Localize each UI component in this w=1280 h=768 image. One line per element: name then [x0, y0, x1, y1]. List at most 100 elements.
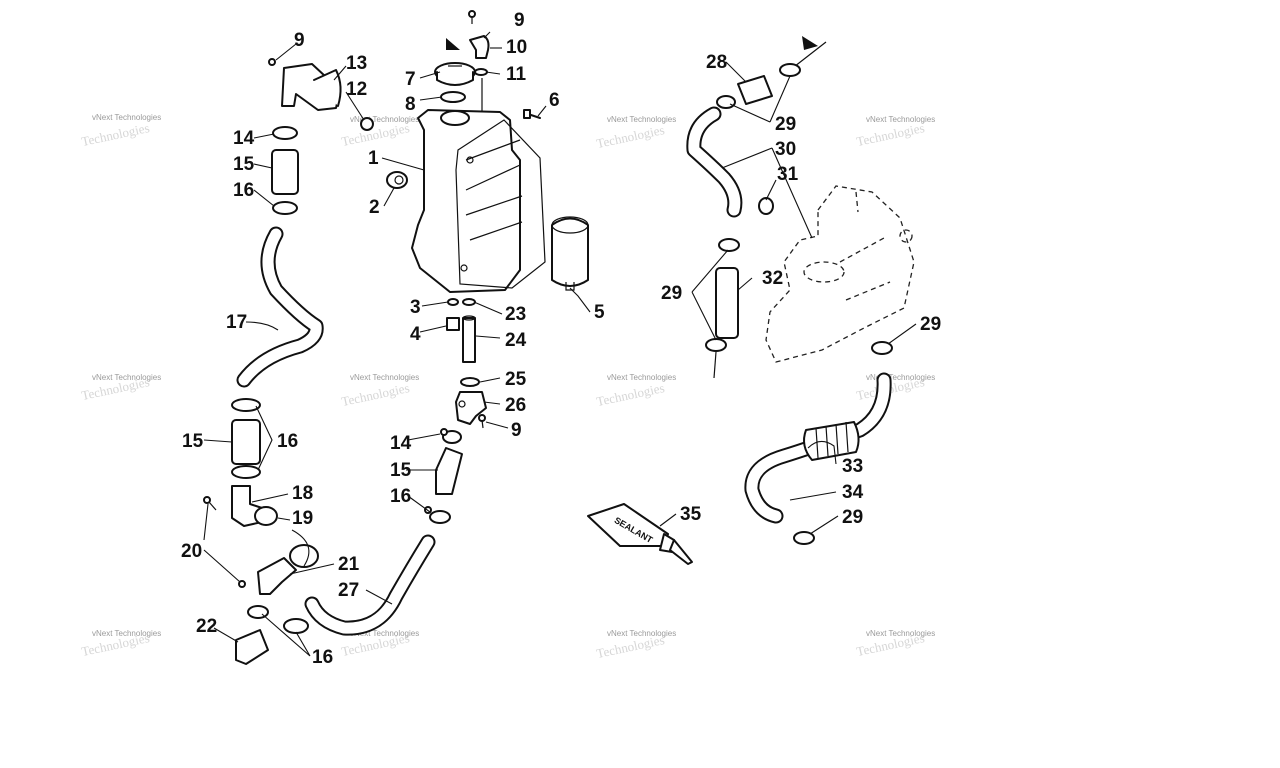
hose-clamp: [793, 531, 815, 545]
outlet-fitting: [455, 391, 487, 425]
callout-34: 34: [842, 482, 864, 503]
svg-text:vNext Technologies: vNext Technologies: [607, 629, 676, 638]
callout-15: 15: [233, 154, 255, 175]
callout-32: 32: [762, 268, 783, 289]
svg-text:Technologies: Technologies: [80, 120, 151, 149]
callout-19: 19: [292, 508, 313, 529]
hose-sleeve: [435, 447, 463, 495]
sleeve: [551, 217, 589, 287]
watermark: Technologies vNext Technologies: [80, 113, 161, 149]
watermark: Technologies vNext Technologies: [595, 115, 676, 151]
callout-27: 27: [338, 580, 359, 601]
watermark: Technologies vNext Technologies: [855, 115, 935, 149]
gasket: [289, 544, 319, 568]
tank-flange: [455, 119, 546, 289]
svg-text:vNext Technologies: vNext Technologies: [92, 373, 161, 382]
callout-10: 10: [506, 37, 527, 58]
callout-5: 5: [594, 302, 605, 323]
callout-29: 29: [775, 114, 796, 135]
callout-33: 33: [842, 456, 863, 477]
grommet: [758, 197, 774, 215]
callout-25: 25: [505, 369, 527, 390]
callout-17: 17: [226, 312, 247, 333]
coolant-tank: [411, 109, 521, 293]
callout-6: 6: [549, 90, 560, 111]
callout-21: 21: [338, 554, 360, 575]
corrugated-hose: [803, 421, 860, 461]
hose-clamp: [231, 398, 261, 412]
hose-clamp: [705, 338, 727, 352]
screw: [478, 414, 486, 429]
callout-16: 16: [233, 180, 254, 201]
callout-8: 8: [405, 94, 416, 115]
hose-clamp: [716, 95, 736, 109]
svg-text:vNext Technologies: vNext Technologies: [866, 373, 935, 382]
svg-text:vNext Technologies: vNext Technologies: [350, 115, 419, 124]
washer: [447, 298, 459, 306]
callout-16: 16: [277, 431, 298, 452]
callout-14: 14: [233, 128, 255, 149]
svg-text:vNext Technologies: vNext Technologies: [350, 373, 419, 382]
watermark: Technologies vNext Technologies: [80, 629, 161, 659]
sealant-tube: SEALANT: [587, 503, 693, 565]
elbow-fitting: [469, 35, 490, 59]
callout-12: 12: [346, 79, 367, 100]
callout-9: 9: [294, 30, 305, 51]
svg-text:Technologies: Technologies: [595, 380, 666, 409]
elbow-tube: [281, 63, 341, 111]
o-ring: [440, 91, 466, 103]
svg-text:vNext Technologies: vNext Technologies: [866, 115, 935, 124]
watermark: Technologies vNext Technologies: [855, 629, 935, 659]
washer: [462, 298, 476, 306]
tank-filler-neck: [440, 110, 470, 126]
hose-sleeve: [715, 267, 739, 339]
callout-4: 4: [410, 324, 421, 345]
callout-31: 31: [777, 164, 799, 185]
hose-clamp: [871, 341, 893, 355]
ring: [474, 68, 488, 76]
svg-text:Technologies: Technologies: [595, 122, 666, 151]
svg-text:Technologies: Technologies: [340, 380, 411, 409]
gasket: [254, 506, 278, 526]
hose-clamp: [272, 201, 298, 215]
hose-sleeve: [231, 419, 261, 465]
svg-text:vNext Technologies: vNext Technologies: [607, 115, 676, 124]
right-assembly: SEALANT: [587, 36, 915, 565]
callout-1: 1: [368, 148, 379, 169]
callout-7: 7: [405, 69, 416, 90]
tank-assembly: [360, 10, 589, 429]
callout-9: 9: [514, 10, 525, 31]
grommet: [386, 171, 408, 189]
callout-15: 15: [390, 460, 412, 481]
screw: [468, 10, 476, 24]
screw: [268, 58, 276, 66]
coolant-hose: [304, 534, 436, 636]
callout-14: 14: [390, 433, 412, 454]
watermark: Technologies vNext Technologies: [595, 373, 676, 409]
watermark: Technologies vNext Technologies: [80, 373, 161, 403]
direction-arrow: [446, 38, 460, 50]
callout-26: 26: [505, 395, 526, 416]
hose-clamp: [442, 430, 462, 444]
callout-23: 23: [505, 304, 526, 325]
reservoir-outline: [765, 185, 915, 363]
callout-11: 11: [506, 64, 527, 85]
callout-29: 29: [661, 283, 682, 304]
hose-clamp: [718, 238, 740, 252]
svg-text:vNext Technologies: vNext Technologies: [607, 373, 676, 382]
fitting: [446, 317, 460, 331]
callout-15: 15: [182, 431, 204, 452]
callout-numbers: 9 10 11 7 8 6 1 2 5 3 23 4 24 25 26 9 14…: [181, 10, 941, 668]
callout-29: 29: [920, 314, 941, 335]
clamp-ring: [360, 117, 374, 131]
center-lower-hoses: [304, 428, 463, 636]
callout-29: 29: [842, 507, 863, 528]
tube: [462, 317, 476, 363]
callout-9: 9: [511, 420, 522, 441]
callout-28: 28: [706, 52, 727, 73]
callout-3: 3: [410, 297, 421, 318]
elbow-fitting: [257, 557, 297, 595]
hose-clamp: [231, 465, 261, 479]
hose-clamp: [272, 126, 298, 140]
left-hose-chain: [203, 58, 342, 665]
